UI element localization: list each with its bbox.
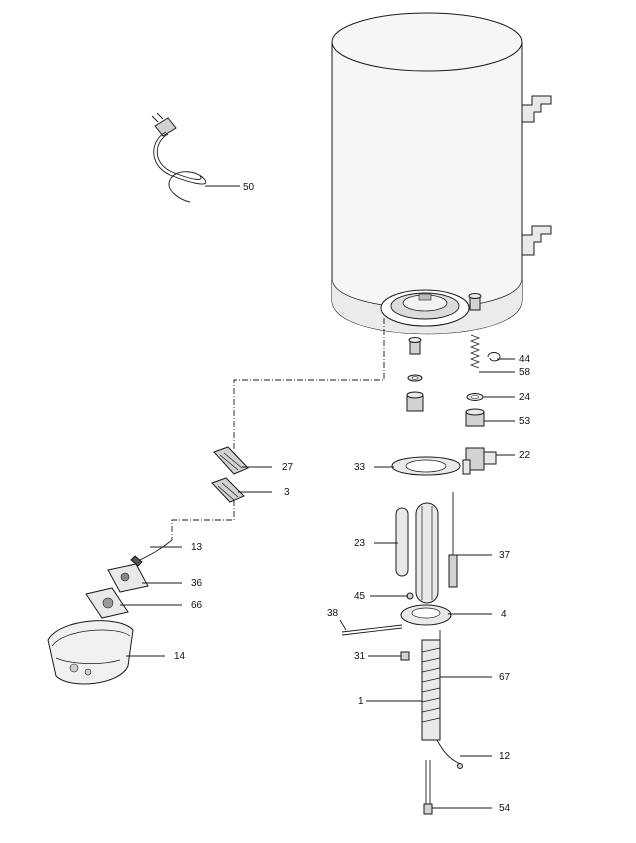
part-label-37: 37 <box>499 550 511 561</box>
part-label-53: 53 <box>519 416 531 427</box>
part-label-24: 24 <box>519 392 531 403</box>
part-label-3: 3 <box>284 487 290 498</box>
power-cord <box>151 112 207 203</box>
thermostat-parts <box>211 446 249 503</box>
part-label-67: 67 <box>499 672 511 683</box>
flange-assembly <box>341 592 452 661</box>
part-label-31: 31 <box>354 651 366 662</box>
bottom-cover <box>47 620 134 685</box>
part-label-1: 1 <box>358 696 364 707</box>
part-label-4: 4 <box>501 609 507 620</box>
wiring-path-lower <box>171 500 235 540</box>
part-label-12: 12 <box>499 751 511 762</box>
part-label-38: 38 <box>327 608 339 619</box>
thermowell <box>423 760 433 815</box>
leader-lines <box>120 358 515 809</box>
part-label-66: 66 <box>191 600 203 611</box>
part-label-58: 58 <box>519 367 531 378</box>
part-label-14: 14 <box>174 651 186 662</box>
part-label-33: 33 <box>354 462 366 473</box>
part-label-50: 50 <box>243 182 255 193</box>
wiring-path <box>233 318 385 450</box>
control-board <box>107 563 149 593</box>
fittings <box>406 334 501 475</box>
part-label-54: 54 <box>499 803 511 814</box>
part-label-13: 13 <box>191 542 203 553</box>
part-label-23: 23 <box>354 538 366 549</box>
part-label-45: 45 <box>354 591 366 602</box>
flange-gasket <box>391 456 461 476</box>
probe <box>448 492 458 588</box>
anode-and-sheath <box>395 502 439 604</box>
part-label-27: 27 <box>282 462 294 473</box>
part-label-44: 44 <box>519 354 531 365</box>
heating-element <box>421 630 441 741</box>
part-label-36: 36 <box>191 578 203 589</box>
thermostat-cable <box>130 539 173 567</box>
earth-wire <box>436 739 463 769</box>
front-panel <box>85 587 129 619</box>
part-labels: 50 44 58 24 53 22 27 33 3 23 37 13 36 45… <box>174 182 531 814</box>
part-label-22: 22 <box>519 450 531 461</box>
water-heater-tank <box>331 12 552 355</box>
